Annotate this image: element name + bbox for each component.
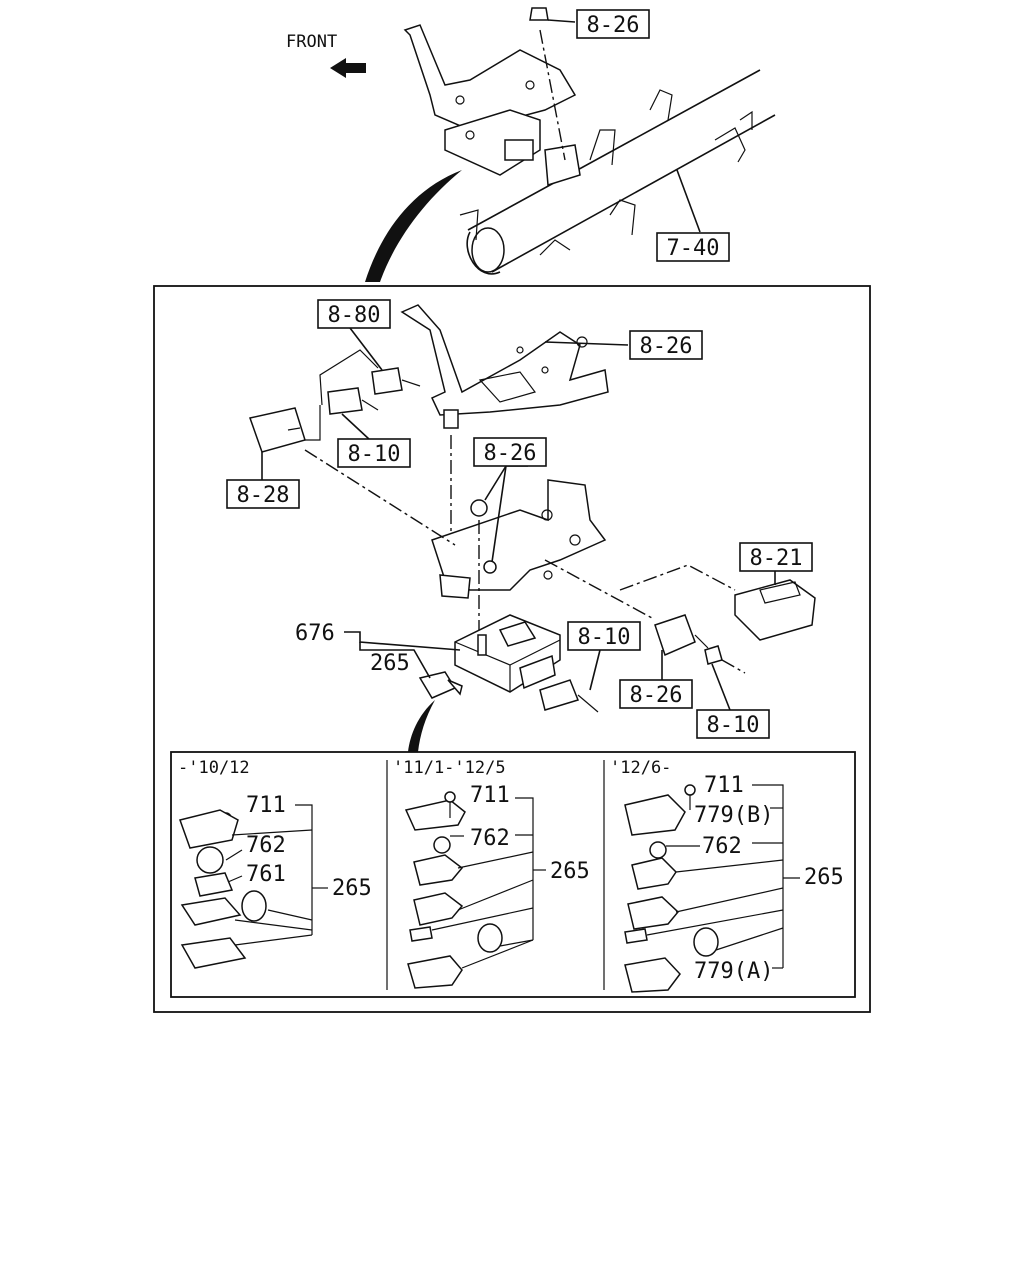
svg-text:8-10: 8-10 bbox=[348, 442, 401, 467]
harness-connector-lower bbox=[539, 679, 599, 713]
front-direction-indicator: FRONT bbox=[286, 32, 366, 78]
svg-text:8-28: 8-28 bbox=[237, 483, 290, 508]
svg-text:8-26: 8-26 bbox=[484, 441, 537, 466]
beam-ref: 7-40 bbox=[656, 232, 730, 262]
detail-bracket bbox=[400, 304, 609, 416]
svg-text:762: 762 bbox=[702, 834, 742, 859]
unit-leader bbox=[344, 631, 461, 651]
top-bolt-ref: 8-26 bbox=[576, 9, 650, 39]
control-unit-676 bbox=[454, 614, 561, 693]
detail-bolt bbox=[443, 409, 459, 429]
top-bracket-assembly bbox=[403, 24, 581, 186]
remote-leader bbox=[359, 642, 431, 679]
harness-right-leader bbox=[711, 663, 731, 711]
harness-lower-ref: 8-10 bbox=[567, 621, 641, 651]
harness-lower-leader bbox=[589, 649, 601, 691]
inset-panel-3: '12/6- 711 779(B) 762 265 779(A) bbox=[610, 758, 844, 993]
svg-text:711: 711 bbox=[470, 783, 510, 808]
svg-text:8-21: 8-21 bbox=[750, 546, 803, 571]
panel-3-range: '12/6- bbox=[610, 758, 671, 778]
key-fob bbox=[418, 671, 463, 699]
svg-text:8-10: 8-10 bbox=[707, 713, 760, 738]
bolt-centerline bbox=[539, 29, 566, 161]
svg-text:8-26: 8-26 bbox=[630, 683, 683, 708]
svg-text:779(A): 779(A) bbox=[694, 959, 773, 984]
inset-panel-2: '11/1-'12/5 711 762 265 bbox=[393, 758, 590, 989]
cross-beam bbox=[459, 69, 776, 275]
inset-pointer-arrow bbox=[408, 700, 435, 752]
lower-bracket bbox=[431, 479, 607, 599]
harness-line-right bbox=[619, 564, 736, 591]
nuts-leader-2 bbox=[491, 465, 507, 563]
relay-lower-ref: 8-26 bbox=[619, 679, 693, 709]
svg-text:761: 761 bbox=[246, 862, 286, 887]
svg-text:265: 265 bbox=[550, 859, 590, 884]
harness-left-leader bbox=[341, 413, 371, 441]
svg-text:265: 265 bbox=[804, 865, 844, 890]
panel-2-range: '11/1-'12/5 bbox=[393, 758, 506, 778]
unit-callout: 676 bbox=[295, 621, 335, 646]
svg-text:711: 711 bbox=[704, 773, 744, 798]
nuts-ref: 8-26 bbox=[473, 437, 547, 467]
relay-left-line bbox=[304, 449, 456, 546]
inset-panel-1: -'10/12 711 762 761 265 bbox=[178, 758, 372, 969]
svg-text:8-10: 8-10 bbox=[578, 625, 631, 650]
nuts-leader bbox=[484, 465, 528, 501]
harness-line-mid bbox=[544, 559, 653, 619]
harness-right bbox=[704, 645, 746, 674]
harness-right-ref: 8-10 bbox=[696, 709, 770, 739]
panel-1-range: -'10/12 bbox=[178, 758, 250, 778]
front-arrow-icon bbox=[330, 58, 366, 78]
connector-8-80 bbox=[319, 349, 421, 406]
connector-top-ref: 8-80 bbox=[317, 299, 391, 329]
connector-top-leader bbox=[349, 327, 383, 371]
svg-text:711: 711 bbox=[246, 793, 286, 818]
svg-text:8-26: 8-26 bbox=[587, 13, 640, 38]
bracket-leader bbox=[544, 341, 629, 346]
svg-text:8-80: 8-80 bbox=[328, 303, 381, 328]
relay-left bbox=[249, 407, 306, 453]
connector-8-21 bbox=[734, 579, 816, 641]
bracket-ref: 8-26 bbox=[629, 330, 703, 360]
harness-left-ref: 8-10 bbox=[337, 438, 411, 468]
connector-right-ref: 8-21 bbox=[739, 542, 813, 572]
svg-text:8-26: 8-26 bbox=[640, 334, 693, 359]
front-label: FRONT bbox=[286, 32, 337, 52]
top-bolt bbox=[529, 7, 549, 21]
svg-text:762: 762 bbox=[470, 826, 510, 851]
bolt-leader bbox=[547, 19, 576, 23]
relay-left-ref: 8-28 bbox=[226, 479, 300, 509]
relay-lower bbox=[654, 614, 709, 657]
detail-nuts bbox=[470, 499, 497, 640]
svg-text:779(B): 779(B) bbox=[694, 803, 773, 828]
detail-pointer-arrow bbox=[365, 170, 462, 282]
detail-frame bbox=[153, 285, 871, 1013]
svg-text:762: 762 bbox=[246, 833, 286, 858]
svg-text:265: 265 bbox=[332, 876, 372, 901]
harness-connector-left bbox=[305, 387, 379, 441]
svg-text:7-40: 7-40 bbox=[667, 236, 720, 261]
beam-leader bbox=[676, 169, 701, 233]
inset-frame bbox=[170, 751, 856, 998]
remote-callout: 265 bbox=[370, 651, 410, 676]
